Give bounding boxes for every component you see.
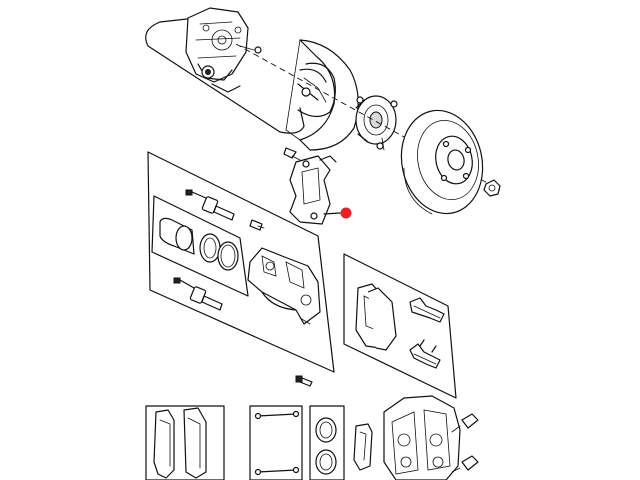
hub-bearing[interactable] xyxy=(355,95,398,151)
brake-rotor[interactable] xyxy=(392,103,492,221)
guide-pin-panel-bottom[interactable] xyxy=(249,405,303,480)
pad-set-panel-bottom[interactable] xyxy=(145,405,225,480)
caliper-kit-panel xyxy=(147,151,335,373)
fixed-caliper-bottom[interactable] xyxy=(383,395,461,480)
callout-leader-line xyxy=(323,212,341,215)
parking-brake-shoes[interactable] xyxy=(297,62,336,118)
red-dot-icon[interactable] xyxy=(340,207,352,219)
bracket-bolt-upper[interactable] xyxy=(283,147,301,161)
caliper-adapter-bracket[interactable] xyxy=(289,155,337,225)
caliper-mount-bolt-upper[interactable] xyxy=(451,413,479,433)
bleeder-cap[interactable] xyxy=(295,375,313,387)
brake-pad-kit-panel xyxy=(343,253,457,399)
anti-rattle-clips[interactable] xyxy=(409,297,445,369)
bleeder-screw[interactable] xyxy=(249,219,265,231)
guide-pin-bolt-upper[interactable] xyxy=(185,189,235,221)
guide-pin-bolt-lower[interactable] xyxy=(173,277,223,311)
piston-seal-kit[interactable] xyxy=(151,195,249,297)
caliper-housing[interactable] xyxy=(247,247,321,325)
bracket-clip-bottom[interactable] xyxy=(353,423,373,471)
brake-pads[interactable] xyxy=(355,283,397,351)
lug-nut[interactable] xyxy=(483,179,501,197)
caliper-mount-bolt-lower[interactable] xyxy=(451,455,479,473)
knuckle-shaft-assembly[interactable] xyxy=(145,7,305,134)
seal-panel-bottom[interactable] xyxy=(309,405,345,480)
